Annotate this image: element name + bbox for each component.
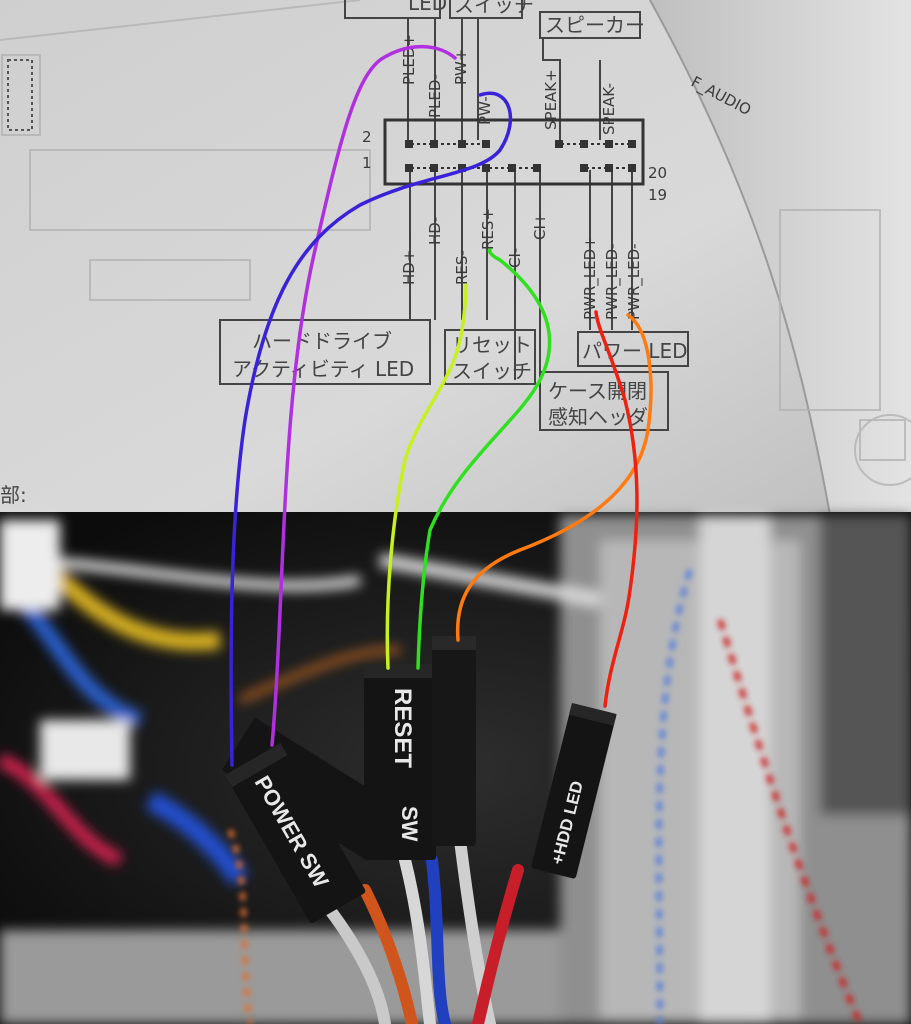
- pin-pwr-led-plus: PWR_LED+: [581, 236, 600, 320]
- pin-number-1: 1: [362, 154, 372, 172]
- annotation-reset-wire-green: [416, 248, 552, 670]
- pin-pled-plus: PLED+: [400, 34, 418, 85]
- annotation-hdd-wire-red: [594, 310, 639, 708]
- pin-number-19: 19: [648, 186, 667, 204]
- connector-wires: [324, 834, 524, 1024]
- label-hdd-line2: アクティビティ LED: [232, 357, 414, 381]
- reset-label: RESET: [389, 688, 416, 768]
- pin-speak-plus: SPEAK+: [542, 69, 560, 130]
- pin-pwr-led-minus-b: PWR_LED-: [625, 243, 644, 320]
- pin-pwr-led-minus-a: PWR_LED-: [603, 243, 622, 320]
- pin-number-20: 20: [648, 164, 667, 182]
- label-chassis-line1: ケース開閉: [548, 379, 647, 403]
- annotation-power-wire-blue: [229, 91, 513, 767]
- pin-pw-minus: PW-: [476, 96, 494, 125]
- pin-res-plus: RES+: [479, 208, 497, 250]
- sw-label: SW: [397, 806, 422, 842]
- hdd-led-connector: +HDD LED: [531, 703, 617, 879]
- pin-speak-minus: SPEAK-: [600, 83, 618, 135]
- annotation-lines: [229, 44, 653, 767]
- annotation-reset-wire-yellow: [385, 283, 468, 670]
- pin-ci-plus: CI+: [531, 213, 549, 240]
- label-power-led: パワー LED: [582, 339, 688, 363]
- front-panel-header: [383, 118, 645, 186]
- header-speaker: スピーカー: [545, 13, 645, 37]
- header-switch: スイッチ: [454, 0, 534, 17]
- label-reset-line2: スイッチ: [452, 359, 532, 383]
- label-chassis-line2: 感知ヘッダ: [548, 405, 648, 429]
- pin-hd-minus: HD-: [426, 217, 444, 245]
- pin-number-2: 2: [362, 128, 372, 146]
- reset-sw-connector: RESET SW: [364, 664, 436, 860]
- pin-pled-minus: PLED-: [426, 74, 444, 118]
- pin-res-minus: RES-: [453, 250, 471, 285]
- manual-page: [0, 0, 911, 516]
- unlabeled-connector: [432, 636, 476, 846]
- label-hdd-line1: ハードドライブ: [252, 329, 392, 353]
- annotation-hdd-wire-orange: [455, 313, 653, 642]
- label-reset-line1: リセット: [452, 333, 532, 357]
- pin-pw-plus: PW+: [452, 49, 470, 85]
- annotation-power-wire-purple: [270, 44, 457, 747]
- pin-hd-plus: HD+: [400, 250, 418, 285]
- header-boxes: [344, 0, 641, 39]
- header-led: LED: [408, 0, 447, 15]
- side-text: 部:: [0, 483, 27, 507]
- pc-interior: [0, 512, 911, 1024]
- group-boxes: [219, 319, 689, 431]
- pin-ci-minus: CI-: [506, 248, 524, 268]
